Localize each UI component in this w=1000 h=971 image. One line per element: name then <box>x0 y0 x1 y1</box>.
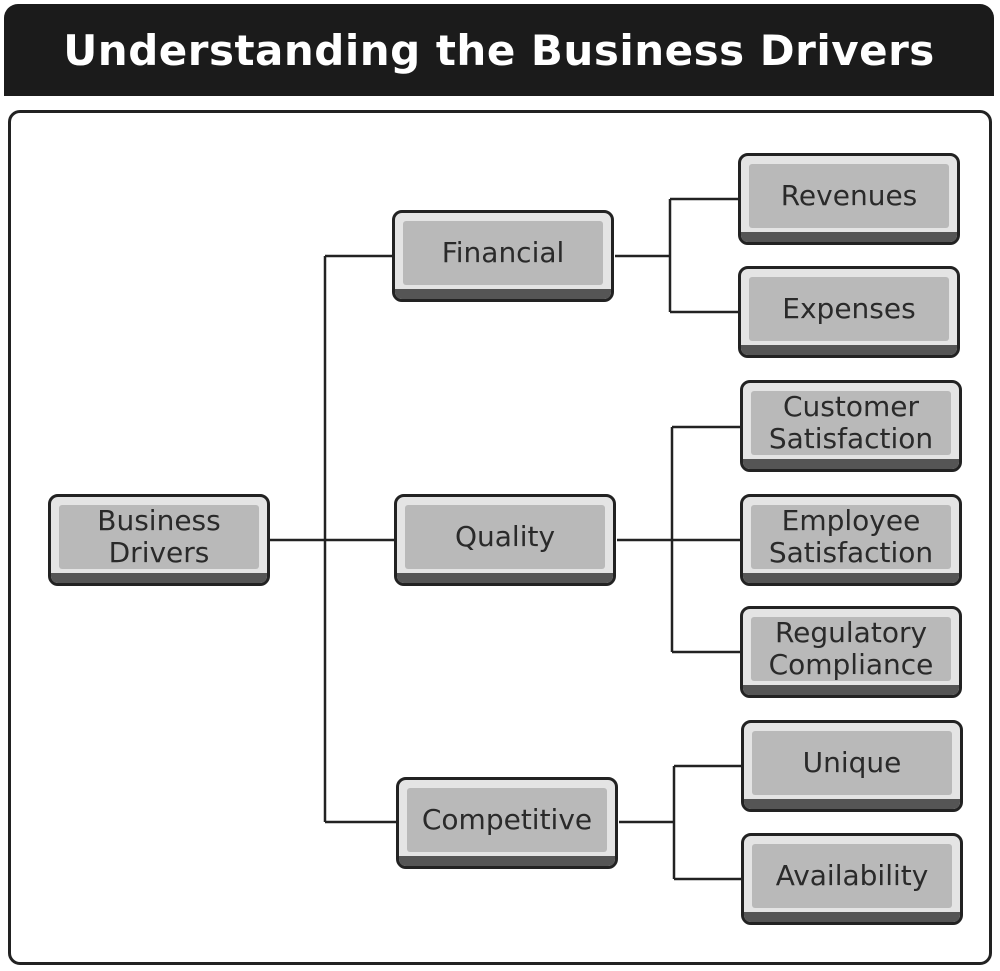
node-unique: Unique <box>741 720 963 812</box>
node-employee-satisfaction: Employee Satisfaction <box>740 494 962 586</box>
node-regulatory-compliance: Regulatory Compliance <box>740 606 962 698</box>
node-availability: Availability <box>741 833 963 925</box>
node-competitive: Competitive <box>396 777 618 869</box>
connector-financial <box>615 197 738 314</box>
connector-quality <box>617 425 740 654</box>
title-bar: Understanding the Business Drivers <box>4 4 994 96</box>
node-revenues: Revenues <box>738 153 960 245</box>
diagram-title: Understanding the Business Drivers <box>63 26 935 75</box>
node-customer-satisfaction: Customer Satisfaction <box>740 380 962 472</box>
diagram-frame <box>8 110 992 965</box>
node-expenses: Expenses <box>738 266 960 358</box>
connector-root <box>270 254 396 824</box>
node-financial: Financial <box>392 210 614 302</box>
connector-competitive <box>619 764 741 881</box>
node-business-drivers: Business Drivers <box>48 494 270 586</box>
node-quality: Quality <box>394 494 616 586</box>
